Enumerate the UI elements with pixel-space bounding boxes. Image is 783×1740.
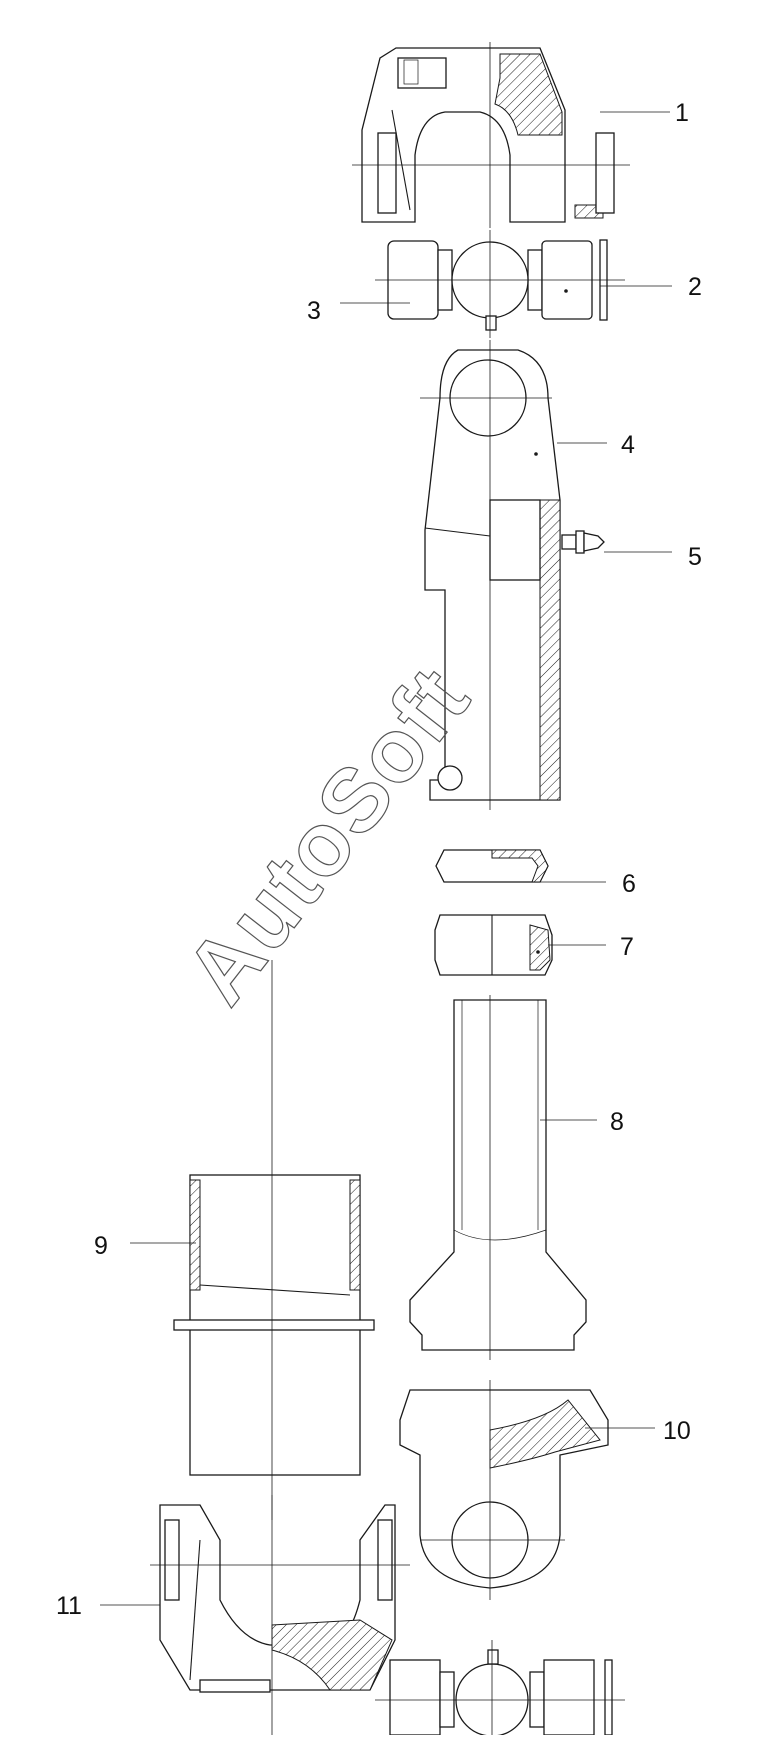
callout-11: 11 [56,1592,82,1620]
callout-1: 1 [675,99,689,127]
callout-2: 2 [688,273,702,301]
flange-yoke-bottom [150,1495,410,1735]
grease-fitting [561,530,605,554]
callout-5: 5 [688,543,702,571]
weld-yoke-lower [399,1380,609,1600]
spider-cross-upper [375,230,625,338]
callout-labels: 1 2 3 4 5 6 7 8 9 10 11 [56,99,702,1620]
callout-7: 7 [620,933,634,961]
slip-yoke-tube [420,340,561,810]
flange-yoke-top [352,42,630,228]
callout-9: 9 [94,1232,108,1260]
callout-8: 8 [610,1108,624,1136]
callout-10: 10 [663,1417,691,1445]
callout-6: 6 [622,870,636,898]
dust-cap [435,849,549,883]
spider-cross-lower [375,1640,625,1737]
callout-3: 3 [307,297,321,325]
callout-4: 4 [621,431,635,459]
leader-lines [100,111,672,1606]
tube-sleeve [173,960,375,1520]
seal-ring [434,914,553,976]
splined-shaft [409,995,587,1360]
